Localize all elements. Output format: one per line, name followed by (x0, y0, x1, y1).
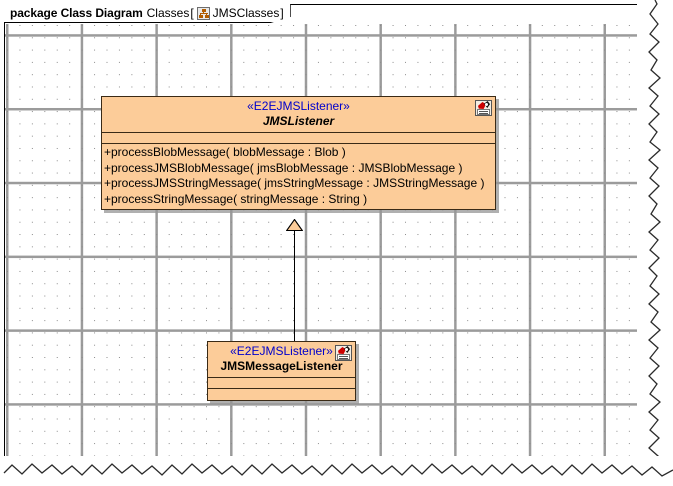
package-keyword: package Class Diagram (10, 6, 143, 20)
torn-edge-bottom (0, 456, 673, 486)
generalization-hollow-triangle (286, 219, 303, 231)
generalization-line (294, 230, 295, 346)
operations-compartment: +processBlobMessage( blobMessage : Blob … (102, 144, 495, 209)
operation-row: +processStringMessage( stringMessage : S… (104, 191, 368, 206)
class-name: JMSListener (262, 114, 335, 128)
operations-compartment (208, 389, 355, 400)
torn-edge-right (637, 0, 673, 486)
class-element-icon (335, 345, 352, 361)
class-box-jmsmessagelistener[interactable]: «E2EJMSListener» JMSMessageListener (207, 341, 356, 401)
operation-row: +processJMSStringMessage( jmsStringMessa… (104, 176, 485, 190)
class-header: «E2EJMSListener» JMSListener (102, 97, 495, 133)
class-header: «E2EJMSListener» JMSMessageListener (208, 342, 355, 378)
package-header-tab[interactable]: package Class Diagram Classes [ JMSClass… (4, 4, 291, 23)
attributes-compartment (208, 378, 355, 389)
operation-row: +processJMSBlobMessage( jmsBlobMessage :… (104, 160, 463, 175)
class-diagram-icon (196, 6, 210, 20)
bracket-close: ] (280, 6, 284, 20)
diagram-frame (4, 4, 660, 476)
operation-row: +processBlobMessage( blobMessage : Blob … (104, 145, 346, 159)
diagram-name: JMSClasses (212, 6, 280, 20)
class-stereotype: «E2EJMSListener» (247, 99, 350, 113)
class-name: JMSMessageListener (220, 359, 343, 373)
class-stereotype: «E2EJMSListener» (230, 344, 333, 358)
class-box-jmslistener[interactable]: «E2EJMSListener» JMSListener +processBlo… (101, 96, 496, 210)
package-name: Classes (146, 6, 190, 20)
attributes-compartment (102, 133, 495, 144)
bracket-open: [ (190, 6, 194, 20)
class-element-icon (475, 100, 492, 116)
